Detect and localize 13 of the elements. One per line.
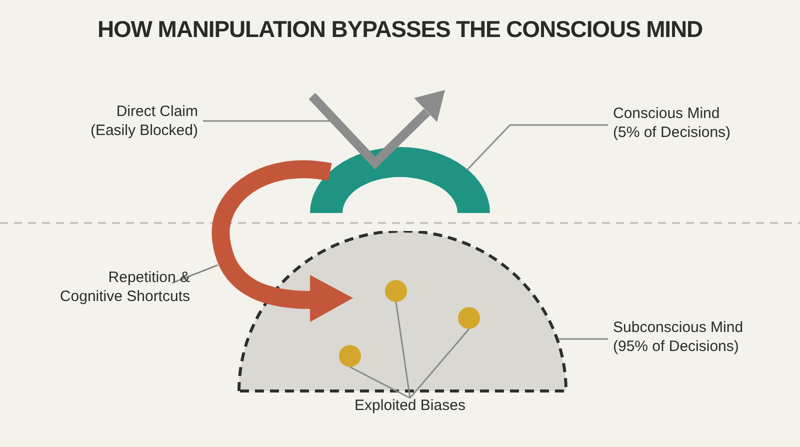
callout-label: Conscious Mind (5% of Decisions) <box>613 104 745 142</box>
leader-line <box>559 338 608 340</box>
title: HOW MANIPULATION BYPASSES THE CONSCIOUS MIND <box>96 15 704 44</box>
callout-label: Repetition & Cognitive Shortcuts <box>44 268 190 306</box>
leader-line <box>172 264 218 284</box>
leader-line <box>350 366 410 399</box>
leader-line <box>395 302 411 398</box>
leader-line <box>203 120 330 122</box>
callout-label: Subconscious Mind (95% of Decisions) <box>613 318 758 356</box>
callout-label: Exploited Biases <box>340 396 480 415</box>
leader-line <box>466 124 608 171</box>
callout-label: Direct Claim (Easily Blocked) <box>74 102 198 140</box>
leader-line <box>409 328 470 398</box>
